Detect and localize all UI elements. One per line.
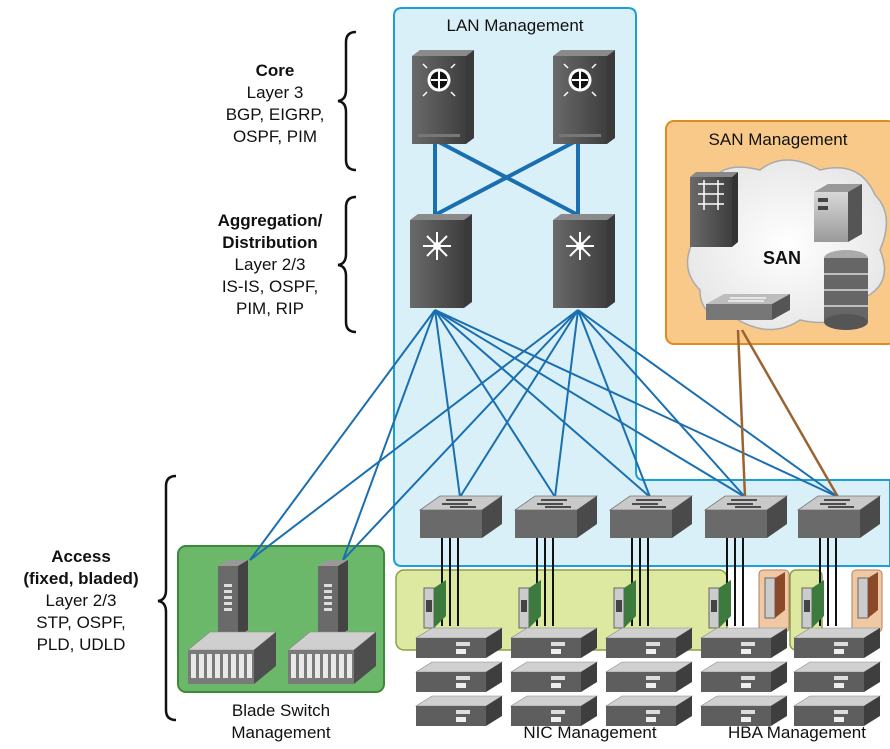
uplink-line [434, 309, 461, 498]
hba-management-label: HBA Management [728, 723, 866, 742]
rack-server-icon [604, 627, 694, 658]
fc-director-switch [690, 172, 738, 247]
rack-server-icon [699, 627, 789, 658]
core-line-2: BGP, EIGRP, [225, 105, 325, 124]
nic-card-icon [423, 580, 446, 629]
aggregation-layer-label: Aggregation/ Distribution Layer 2/3 IS-I… [195, 210, 345, 320]
access-title-2: (fixed, bladed) [23, 569, 139, 588]
fc-switch-icon [706, 294, 790, 320]
aggregation-switch-left [410, 214, 472, 308]
san-management-title: SAN Management [708, 130, 848, 149]
blade-label-line-1: Blade Switch [231, 701, 331, 720]
access-line-2: STP, OSPF, [36, 613, 126, 632]
rack-server-icon [414, 627, 504, 658]
access-switch-3 [608, 495, 694, 626]
san-cloud-label: SAN [762, 248, 801, 268]
hba-card-icon [801, 580, 824, 629]
core-line-3: OSPF, PIM [232, 127, 318, 146]
core-switch-left [412, 50, 474, 144]
aggregation-title-1: Aggregation/ [217, 211, 323, 230]
core-line-1: Layer 3 [246, 83, 304, 102]
uplink-line [459, 309, 579, 498]
blade-switch-management-label: Blade Switch Management [196, 700, 366, 744]
workgroup-switch-icon [442, 499, 476, 508]
uplink-line [434, 309, 839, 498]
workgroup-switch-icon [537, 499, 571, 508]
aggregation-title-2: Distribution [222, 233, 318, 252]
uplink-line [342, 309, 436, 561]
core-aggregation-links [433, 138, 580, 217]
rack-server-icon [792, 695, 882, 726]
aggregation-line-3: PIM, RIP [235, 299, 304, 318]
core-title: Core [255, 61, 295, 80]
aggregation-line-1: Layer 2/3 [234, 255, 306, 274]
san-fabric-links [736, 329, 840, 498]
rack-server-icon [699, 695, 789, 726]
uplink-line [577, 309, 839, 498]
access-line-3: PLD, UDLD [36, 635, 126, 654]
access-brace [157, 474, 177, 722]
access-switch-1 [418, 495, 504, 626]
storage-array-icon [824, 250, 868, 330]
uplink-line [577, 309, 651, 498]
rack-server-icon [792, 661, 882, 692]
core-switch-right [553, 50, 615, 144]
workgroup-switch-icon [632, 499, 666, 508]
storage-server [814, 184, 862, 242]
nic-card-icon [518, 580, 541, 629]
access-line-1: Layer 2/3 [45, 591, 117, 610]
lan-management-zone [393, 7, 890, 567]
uplink-line [577, 309, 746, 498]
uplink-line [434, 309, 651, 498]
hba-card-icon [758, 569, 790, 633]
lan-management-title: LAN Management [446, 16, 584, 35]
rack-server-icon [699, 661, 789, 692]
core-brace [337, 30, 357, 172]
uplink-line [342, 309, 579, 561]
aggregation-access-links [249, 309, 839, 561]
access-switch-2 [513, 495, 599, 626]
rack-server-icon [792, 627, 882, 658]
rack-server-icon [509, 661, 599, 692]
rack-server-icon [604, 695, 694, 726]
uplink-line [434, 309, 746, 498]
access-layer-label: Access (fixed, bladed) Layer 2/3 STP, OS… [6, 546, 156, 656]
blade-server-icon [287, 560, 377, 684]
aggregation-line-2: IS-IS, OSPF, [221, 277, 319, 296]
rack-server-icon [414, 661, 504, 692]
rack-server-icon [414, 695, 504, 726]
blade-server-icon [187, 560, 277, 684]
access-switch-4 [703, 495, 789, 626]
access-title-1: Access [51, 547, 111, 566]
rack-server-icon [509, 627, 599, 658]
uplink-line [249, 309, 579, 561]
workgroup-switch-icon [820, 499, 854, 508]
aggregation-switch-right [553, 214, 615, 308]
rack-server-icon [604, 661, 694, 692]
hba-card-icon [851, 569, 883, 633]
rack-server-icon [509, 695, 599, 726]
blade-label-line-2: Management [231, 723, 331, 742]
uplink-line [434, 309, 556, 498]
access-switch-5 [796, 495, 882, 626]
workgroup-switch-icon [727, 499, 761, 508]
nic-card-icon [613, 580, 636, 629]
uplink-line [554, 309, 579, 498]
uplink-line [249, 309, 436, 561]
core-layer-label: Core Layer 3 BGP, EIGRP, OSPF, PIM [200, 60, 350, 148]
aggregation-brace [337, 195, 357, 334]
nic-management-label: NIC Management [523, 723, 657, 742]
hba-card-icon [708, 580, 731, 629]
